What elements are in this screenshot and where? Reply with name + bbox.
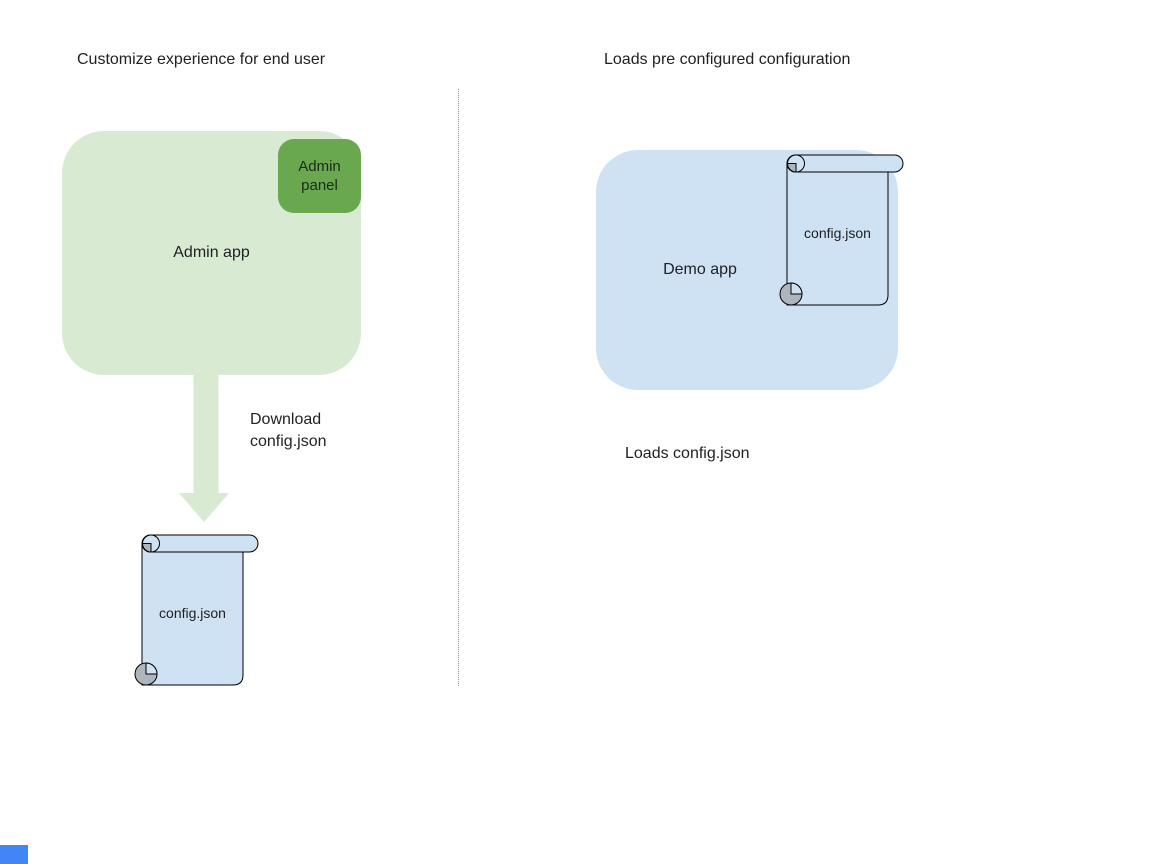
admin-app-label: Admin app [173, 244, 250, 261]
download-arrow-icon [179, 375, 229, 522]
corner-blue-chip [0, 845, 28, 864]
section-divider [458, 89, 459, 686]
download-arrow-label: Download config.json [250, 409, 327, 453]
download-arrow-label-line1: Download [250, 411, 322, 428]
admin-app-box: Admin app Admin panel [62, 131, 361, 375]
config-file-label-right: config.json [804, 225, 871, 241]
config-file-scroll-right: config.json [769, 151, 911, 309]
admin-panel-box: Admin panel [278, 139, 361, 213]
admin-panel-label: Admin panel [298, 158, 341, 194]
loads-config-caption: Loads config.json [625, 445, 750, 462]
config-file-label-left: config.json [159, 605, 226, 621]
scroll-shape-icon [134, 534, 259, 686]
download-arrow-label-line2: config.json [250, 433, 327, 450]
demo-app-label: Demo app [663, 261, 737, 278]
config-file-scroll-left: config.json [124, 531, 266, 689]
right-section-title: Loads pre configured configuration [604, 51, 851, 68]
scroll-shape-icon [779, 154, 904, 306]
left-section-title: Customize experience for end user [77, 51, 326, 68]
